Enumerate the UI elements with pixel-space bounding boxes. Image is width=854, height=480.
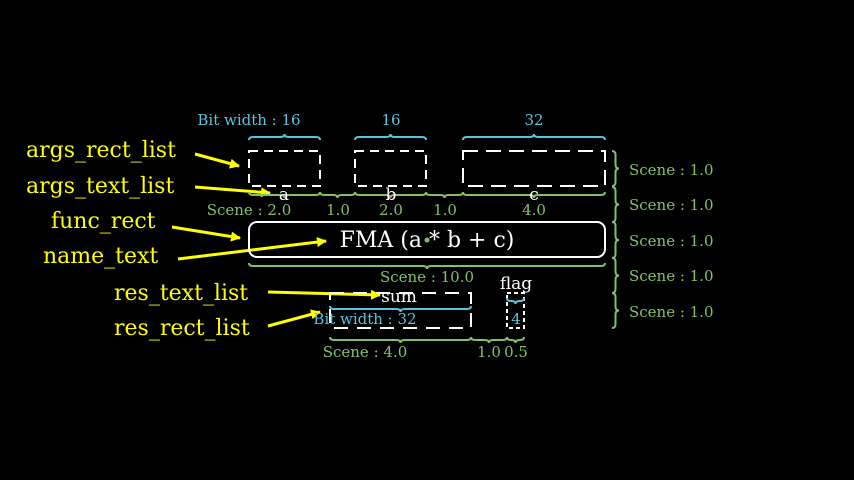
row-scene-2: Scene : 1.0 (629, 196, 714, 214)
label-args-rect-list: args_rect_list (26, 138, 176, 163)
row-scene-3: Scene : 1.0 (629, 232, 714, 250)
bit-width-flag: 4 (511, 310, 521, 328)
scene-brace-arg-1 (319, 191, 356, 199)
arg-text-a: a (279, 185, 289, 205)
scene-b: 2.0 (379, 201, 403, 219)
arg-rect-a (248, 150, 321, 187)
result-text-flag: flag (500, 274, 532, 294)
scene-gap-ab: 1.0 (326, 201, 350, 219)
scene-brace-arg-4 (462, 191, 606, 199)
scene-brace-arg-3 (425, 191, 464, 199)
bit-width-brace-a (248, 133, 321, 141)
scene-brace-result-1 (470, 336, 508, 344)
scene-brace-result-2 (506, 336, 525, 344)
arg-text-b: b (386, 185, 397, 205)
bit-width-brace-flag (506, 297, 525, 305)
scene-gap-bc: 1.0 (433, 201, 457, 219)
arg-rect-c (462, 150, 606, 187)
func-rect (248, 221, 606, 258)
row-scene-brace-4 (611, 257, 620, 294)
scene-brace-result-0 (329, 336, 472, 344)
arrow-args-rect-list (194, 152, 240, 169)
row-scene-4: Scene : 1.0 (629, 267, 714, 285)
scene-brace-arg-0 (248, 191, 321, 199)
arrow-func-rect (171, 225, 241, 242)
arg-rect-b (354, 150, 427, 187)
arrow-res-text-list (267, 289, 381, 300)
label-args-text-list: args_text_list (26, 174, 174, 199)
arrow-res-rect-list (267, 309, 321, 328)
scene-a: Scene : 2.0 (207, 201, 292, 219)
row-scene-1: Scene : 1.0 (629, 161, 714, 179)
row-scene-brace-1 (611, 150, 620, 187)
label-name-text: name_text (43, 244, 158, 269)
arrow-args-text-list (194, 185, 271, 198)
result-rect-sum (329, 292, 472, 329)
arrow-name-text (177, 237, 327, 261)
result-rect-flag (506, 292, 525, 329)
row-scene-brace-3 (611, 221, 620, 259)
scene-gap-result: 1.0 (477, 343, 501, 361)
label-res-rect-list: res_rect_list (114, 316, 250, 341)
bit-width-c: 32 (524, 111, 543, 129)
bit-width-sum: Bit width : 32 (313, 310, 416, 328)
row-scene-5: Scene : 1.0 (629, 303, 714, 321)
bit-width-b: 16 (381, 111, 400, 129)
bit-width-brace-sum (329, 305, 472, 313)
scene-c: 4.0 (522, 201, 546, 219)
scene-brace-arg-2 (354, 191, 427, 199)
scene-brace-func (248, 262, 606, 270)
label-func-rect: func_rect (51, 209, 156, 234)
bit-width-a: Bit width : 16 (197, 111, 300, 129)
arg-text-c: c (529, 185, 539, 205)
bit-width-brace-c (462, 133, 606, 141)
center-dot (424, 237, 430, 243)
scene-func: Scene : 10.0 (380, 268, 474, 286)
bit-width-brace-b (354, 133, 427, 141)
result-text-sum: sum (381, 287, 417, 307)
scene-flag: 0.5 (504, 343, 528, 361)
scene-sum: Scene : 4.0 (323, 343, 408, 361)
row-scene-brace-2 (611, 186, 620, 223)
label-res-text-list: res_text_list (114, 281, 248, 306)
row-scene-brace-5 (611, 292, 620, 329)
